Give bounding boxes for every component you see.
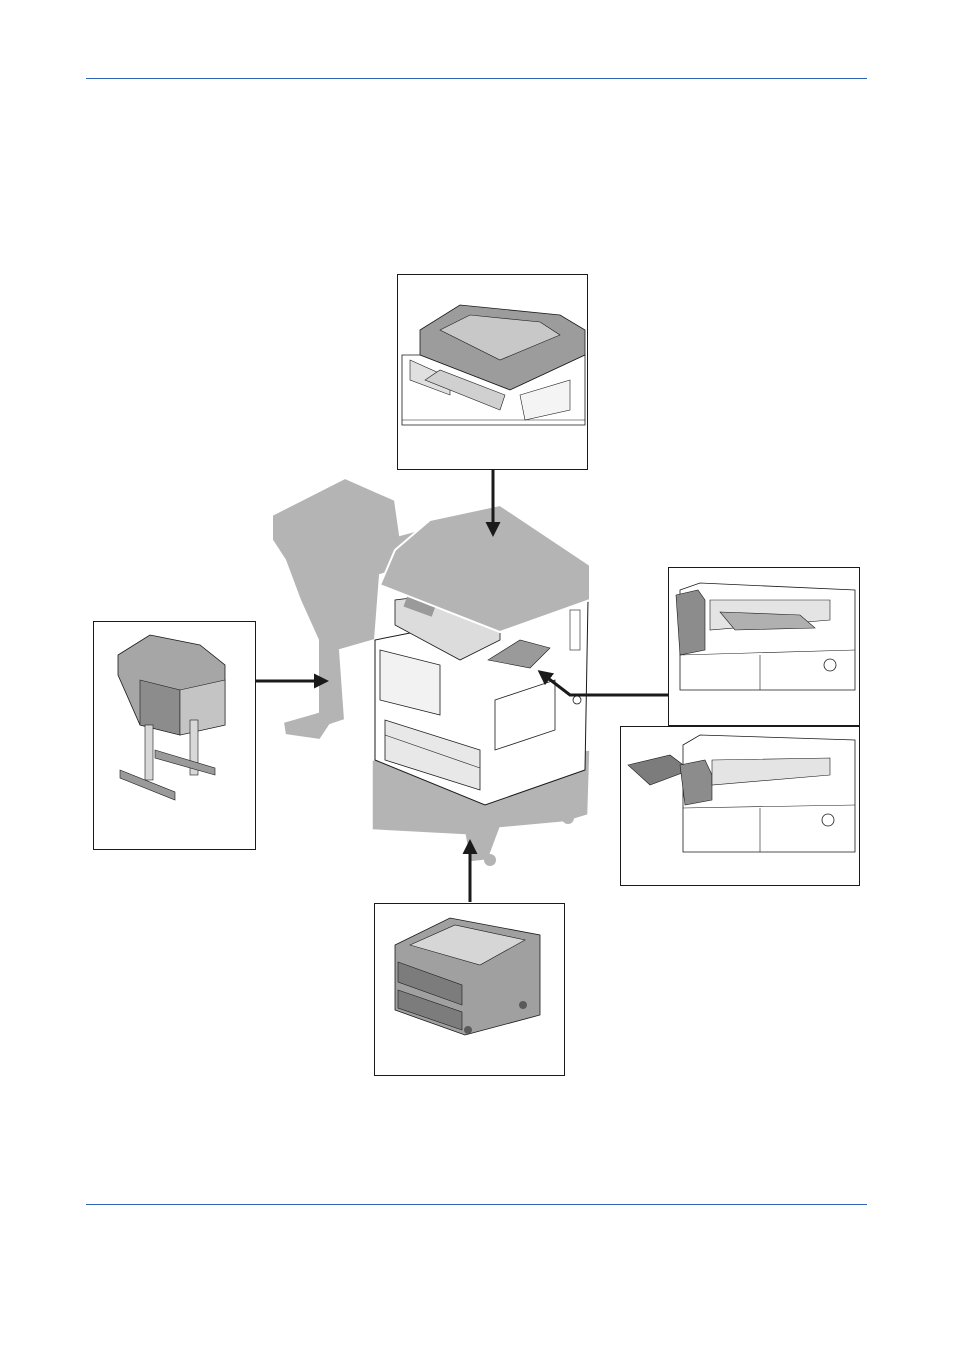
job-separator-callout xyxy=(668,567,860,726)
header-rule xyxy=(86,78,867,79)
main-unit-illustration xyxy=(271,476,591,866)
paper-feeder-callout xyxy=(374,903,565,1076)
footer-rule xyxy=(86,1204,867,1205)
document-processor-callout xyxy=(397,274,588,470)
document-finisher-icon xyxy=(117,634,226,801)
document-processor-icon xyxy=(401,304,586,426)
job-separator-icon xyxy=(675,582,856,691)
paper-feeder-icon xyxy=(394,917,541,1036)
inner-finisher-callout xyxy=(620,726,860,886)
document-finisher-callout xyxy=(93,621,256,850)
inner-finisher-icon xyxy=(627,734,856,853)
